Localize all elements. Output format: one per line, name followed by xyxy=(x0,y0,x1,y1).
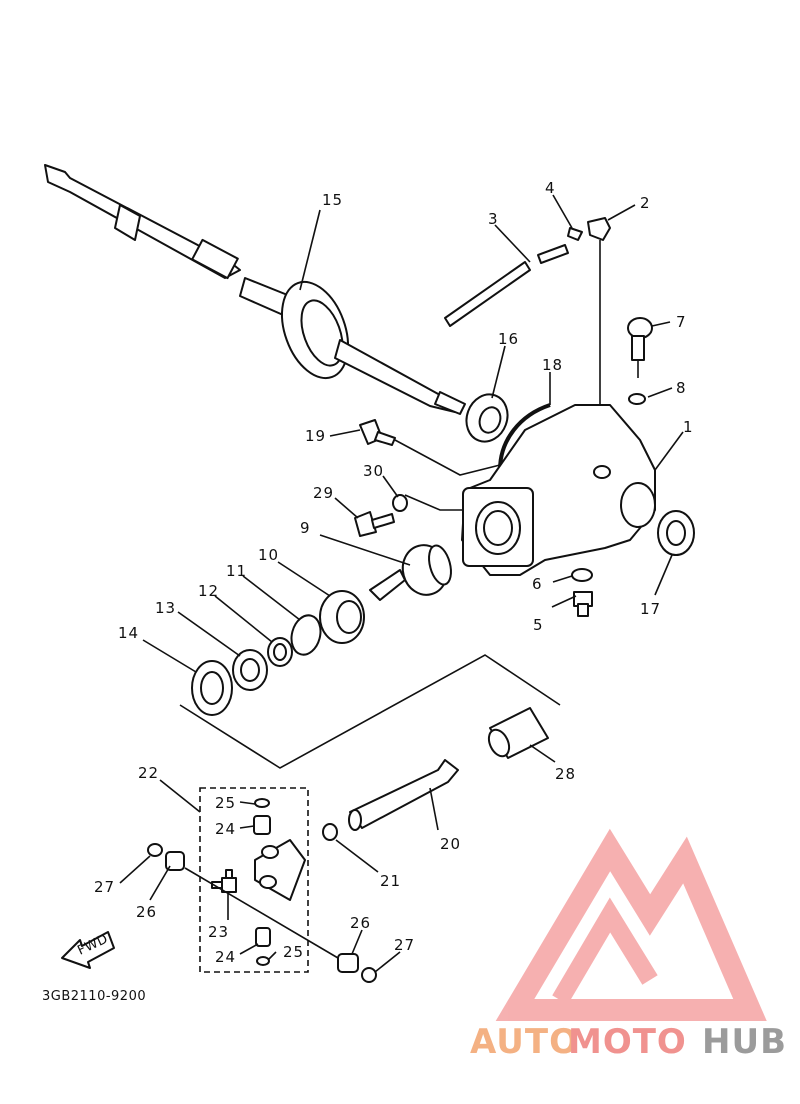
part-18-o-ring xyxy=(498,403,551,471)
part-12-bearing xyxy=(267,637,293,667)
part-10-bearing xyxy=(319,590,365,644)
callout-25-bottom: 25 xyxy=(283,943,304,961)
callout-16: 16 xyxy=(498,330,519,348)
part-20-drive-shaft xyxy=(348,759,459,831)
callout-20: 20 xyxy=(440,835,461,853)
part-23-spider xyxy=(211,869,237,893)
watermark-moto: MOTO xyxy=(568,1022,687,1062)
callout-24-bottom: 24 xyxy=(215,948,236,966)
watermark-auto: AUTO xyxy=(470,1022,579,1062)
callout-24-top: 24 xyxy=(215,820,236,838)
part-24-bearing-lower xyxy=(255,927,271,947)
part-8-o-ring xyxy=(628,393,646,405)
callout-15: 15 xyxy=(322,191,343,209)
part-29-bolt xyxy=(354,511,395,537)
callout-12: 12 xyxy=(198,582,219,600)
callout-17: 17 xyxy=(640,600,661,618)
callout-25-top: 25 xyxy=(215,794,236,812)
callout-13: 13 xyxy=(155,599,176,617)
callout-22: 22 xyxy=(138,764,159,782)
callout-14: 14 xyxy=(118,624,139,642)
diagram-code: 3GB2110-9200 xyxy=(42,989,146,1004)
watermark-hub: HUB xyxy=(702,1022,787,1062)
part-30-washer xyxy=(392,494,408,512)
callout-19: 19 xyxy=(305,427,326,445)
part-15-shaft-ring-gear xyxy=(44,164,466,415)
part-28-sleeve xyxy=(487,707,549,759)
callout-11: 11 xyxy=(226,562,247,580)
part-22-yoke xyxy=(254,839,306,901)
callout-26-right: 26 xyxy=(350,914,371,932)
callout-29: 29 xyxy=(313,484,334,502)
part-4-clip xyxy=(567,227,583,241)
callout-5: 5 xyxy=(533,616,544,634)
part-22-group-box xyxy=(199,787,309,973)
part-3-breather-hose xyxy=(444,244,569,327)
part-14-nut xyxy=(191,660,233,716)
callout-18: 18 xyxy=(542,356,563,374)
part-17-oil-seal xyxy=(657,510,695,556)
callout-27-right: 27 xyxy=(394,936,415,954)
callout-4: 4 xyxy=(545,179,556,197)
callout-6: 6 xyxy=(532,575,543,593)
callout-10: 10 xyxy=(258,546,279,564)
part-9-pinion-gear xyxy=(369,544,452,601)
callout-30: 30 xyxy=(363,462,384,480)
part-13-bearing xyxy=(232,649,268,691)
fwd-arrow: FWD xyxy=(61,931,115,969)
leader-lines xyxy=(119,194,684,973)
part-5-drain-bolt xyxy=(573,591,593,617)
part-27-washer-right xyxy=(361,967,377,983)
part-24-bearing-upper xyxy=(253,815,271,835)
callout-23: 23 xyxy=(208,923,229,941)
callout-8: 8 xyxy=(676,379,687,397)
part-21-circlip xyxy=(322,823,338,841)
callout-26-left: 26 xyxy=(136,903,157,921)
part-7-plug xyxy=(627,317,653,378)
part-26-bushing-right xyxy=(337,953,359,973)
part-16-oil-seal xyxy=(465,393,509,443)
callout-7: 7 xyxy=(676,313,687,331)
callout-labels: 15 3 4 2 7 8 16 18 1 19 30 29 9 10 11 12… xyxy=(94,179,694,966)
callout-21: 21 xyxy=(380,872,401,890)
callout-2: 2 xyxy=(640,194,651,212)
part-11-o-ring xyxy=(290,614,322,656)
watermark-logo xyxy=(495,828,767,1021)
callout-3: 3 xyxy=(488,210,499,228)
part-25-circlip-lower xyxy=(256,956,270,966)
part-6-gasket xyxy=(571,568,593,582)
part-27-washer-left xyxy=(147,843,163,857)
callout-1: 1 xyxy=(683,418,694,436)
part-26-bushing-left xyxy=(165,851,185,871)
callout-9: 9 xyxy=(300,519,311,537)
callout-28: 28 xyxy=(555,765,576,783)
part-1-final-drive-housing xyxy=(461,404,656,576)
callout-27-left: 27 xyxy=(94,878,115,896)
part-25-circlip-upper xyxy=(254,798,270,808)
watermark-text: AUTO MOTO HUB xyxy=(470,1022,787,1062)
part-19-bolt xyxy=(359,419,396,446)
